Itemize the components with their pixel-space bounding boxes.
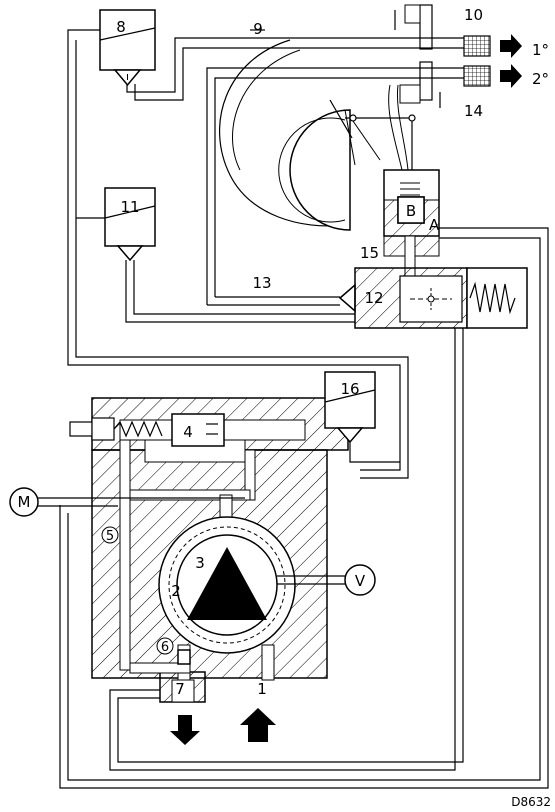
valve-8	[99, 9, 156, 87]
label-9: 9	[253, 20, 263, 38]
label-stage2: 2°	[532, 70, 549, 88]
pump-body	[91, 397, 349, 703]
arrow-down-icon	[170, 715, 200, 745]
label-16: 16	[340, 380, 359, 398]
arrow-up-icon	[240, 708, 276, 742]
label-14: 14	[464, 102, 483, 120]
label-v: V	[355, 572, 366, 590]
filter-1	[463, 35, 491, 57]
pressure-regulator	[69, 413, 225, 447]
valve-11	[104, 187, 156, 262]
label-7: 7	[175, 680, 185, 698]
drawing-code: D8632	[511, 795, 551, 809]
label-11: 11	[120, 198, 139, 216]
control-valve-b	[383, 169, 440, 287]
label-12: 12	[364, 289, 383, 307]
arrow-out-1	[500, 34, 522, 58]
label-5: 5	[106, 529, 114, 544]
label-3: 3	[195, 554, 205, 572]
label-m: M	[18, 493, 31, 511]
filter-2	[463, 65, 491, 87]
label-stage1: 1°	[532, 41, 549, 59]
label-2: 2	[171, 582, 181, 600]
check-valve-6	[177, 649, 191, 665]
label-8: 8	[116, 18, 126, 36]
rotor-triangle	[187, 547, 267, 620]
turbo-housing	[218, 39, 416, 231]
arrow-out-2	[500, 64, 522, 88]
valve-16	[324, 371, 376, 444]
label-10: 10	[464, 6, 483, 24]
label-6: 6	[161, 640, 169, 655]
label-4: 4	[183, 423, 193, 441]
outlet-fittings	[399, 4, 522, 104]
label-13: 13	[252, 274, 271, 292]
label-1: 1	[257, 680, 267, 698]
label-b: B	[406, 202, 416, 220]
label-15: 15	[360, 244, 379, 262]
pipe-network	[38, 10, 549, 789]
spool-valve-12	[338, 267, 528, 329]
manometer-m	[9, 487, 39, 517]
labels: 8 9 10 1° 2° 14 11 B A 15 13 12 16 4 M 5…	[18, 6, 551, 809]
vacuum-gauge-v	[344, 564, 376, 596]
label-a: A	[429, 216, 440, 234]
